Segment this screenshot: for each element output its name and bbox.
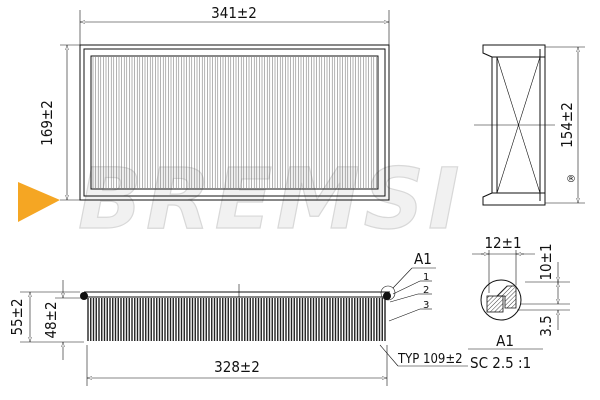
section-view: 55±2 48±2 328±2 A1 1 2 3 TYP 109±2	[8, 250, 468, 386]
callout-3: 3	[423, 300, 429, 311]
top-view: 341±2 169±2	[38, 4, 390, 201]
side-height-dim-label: 154±2	[558, 102, 576, 148]
length-dim-label: 328±2	[214, 358, 260, 376]
detail-height-dim-label: 10±1	[537, 243, 555, 280]
bremsi-watermark-logo: BREMSI ®	[18, 149, 576, 249]
logo-text: BREMSI	[78, 150, 463, 248]
pleat-count-note: TYP 109±2	[397, 352, 463, 367]
width-dim-label: 341±2	[211, 4, 257, 22]
height-dim-label: 169±2	[38, 100, 56, 146]
pleat-lines	[92, 57, 377, 188]
detail-ref-a1: A1	[414, 250, 432, 268]
registered-mark: ®	[566, 174, 576, 185]
pleat-height-dim-label: 48±2	[42, 301, 60, 338]
detail-width-dim-label: 12±1	[484, 234, 521, 252]
filter-frame-inner	[83, 48, 386, 197]
pleat-area	[90, 55, 379, 190]
callout-1: 1	[423, 272, 429, 283]
detail-scale: SC 2.5 :1	[470, 354, 531, 372]
logo-triangle	[18, 182, 60, 222]
detail-title: A1	[496, 332, 514, 350]
side-view: 154±2	[474, 44, 585, 206]
total-height-dim-label: 55±2	[8, 298, 26, 335]
pleat-section	[87, 298, 386, 341]
detail-thickness-dim-label: 3.5	[537, 315, 555, 336]
detail-a1: 12±1 10±1 3.5 A1 SC 2.5 :1	[468, 234, 570, 372]
filter-frame-outer	[79, 44, 390, 201]
callout-2: 2	[423, 285, 429, 296]
